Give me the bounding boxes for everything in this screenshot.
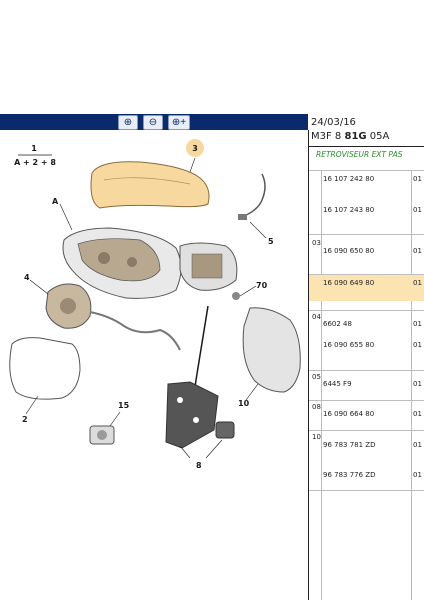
screw-70[interactable] — [232, 292, 240, 300]
part-ref: 96 783 776 ZD — [323, 471, 376, 479]
table-row[interactable]: 04 6602 48 01 16 090 655 80 01 — [309, 310, 424, 367]
header-code-b: 81G — [344, 131, 367, 142]
qty-column-line — [411, 170, 412, 600]
panel-title: RETROVISEUR EXT PAS — [316, 150, 403, 159]
part-ref: 6602 48 — [323, 320, 352, 328]
blank-top-area — [0, 0, 424, 114]
part-group: 04 — [312, 313, 321, 321]
part-ref: 16 107 243 80 — [323, 206, 375, 214]
legend-number: 1 — [31, 144, 37, 153]
part-qty: 01 — [413, 410, 422, 418]
part-qty: 01 — [413, 279, 422, 287]
part-group: 08 — [312, 403, 321, 411]
part-ref: 16 090 655 80 — [323, 341, 375, 349]
part-group: 03 — [312, 239, 321, 247]
part-qty: 01 — [413, 320, 422, 328]
part-ref: 6445 F9 — [323, 380, 352, 388]
group-column-line — [321, 170, 322, 600]
part-qty: 01 — [413, 247, 422, 255]
label-3: 3 — [192, 144, 198, 153]
table-bottom-line — [309, 490, 424, 491]
gasket-part[interactable] — [165, 381, 219, 449]
label-10: 10 — [238, 399, 250, 408]
part-ref: 16 090 649 80 — [323, 279, 375, 287]
mirror-cover-part[interactable] — [90, 161, 210, 209]
header-date: 24/03/16 — [311, 117, 356, 128]
zoom-out-button[interactable]: ⊖ — [143, 115, 163, 130]
part-qty: 01 — [413, 441, 422, 449]
parts-panel — [308, 130, 424, 600]
zoom-fit-icon: ⊕+ — [171, 117, 187, 128]
table-row[interactable]: 16 107 242 80 01 16 107 243 80 01 — [309, 170, 424, 231]
table-row-selected[interactable]: 16 090 649 80 01 — [309, 274, 424, 301]
label-5: 5 — [268, 237, 274, 246]
header-code: M3F 8 81G 05A — [311, 131, 389, 142]
zoom-out-icon: ⊖ — [148, 117, 158, 128]
part-qty: 01 — [413, 206, 422, 214]
label-70: 70 — [256, 281, 268, 290]
zoom-in-icon: ⊕ — [123, 117, 133, 128]
label-2: 2 — [22, 415, 28, 424]
wire-harness-part[interactable] — [238, 173, 266, 220]
part-ref: 96 783 781 ZD — [323, 441, 376, 449]
label-4: 4 — [24, 273, 30, 282]
part-group: 05 — [312, 373, 321, 381]
part-ref: 16 090 650 80 — [323, 247, 375, 255]
part-qty: 01 — [413, 175, 422, 183]
part-qty: 01 — [413, 341, 422, 349]
table-row[interactable]: 05 6445 F9 01 — [309, 370, 424, 401]
legend-formula: A + 2 + 8 — [14, 158, 56, 167]
zoom-in-button[interactable]: ⊕ — [118, 115, 138, 130]
part-ref: 16 090 664 80 — [323, 410, 375, 418]
exploded-parts-diagram: 1 A + 2 + 8 3 5 A 70 4 2 10 — [9, 139, 301, 470]
label-3-highlight — [186, 139, 204, 157]
part-qty: 01 — [413, 471, 422, 479]
header-code-c: 05A — [369, 131, 390, 142]
panel-divider — [309, 146, 424, 147]
clip-part[interactable] — [215, 421, 235, 439]
table-row[interactable]: 10 96 783 781 ZD 01 96 783 776 ZD 01 — [309, 430, 424, 491]
part-qty: 01 — [413, 380, 422, 388]
switch-part[interactable] — [89, 425, 115, 445]
mirror-glass-part[interactable] — [9, 337, 81, 400]
zoom-toolbar: ⊕ ⊖ ⊕+ — [0, 114, 308, 130]
motor-cable — [89, 311, 181, 351]
part-ref: 16 107 242 80 — [323, 175, 375, 183]
header-code-a: M3F 8 — [311, 131, 342, 142]
table-row[interactable]: 08 16 090 664 80 01 — [309, 400, 424, 429]
part-group: 10 — [312, 433, 321, 441]
label-A: A — [52, 197, 59, 206]
mirror-housing-assembly[interactable] — [62, 227, 182, 299]
label-15: 15 — [118, 401, 130, 410]
mirror-base-mount[interactable] — [179, 242, 238, 291]
lower-cover-part[interactable] — [242, 307, 301, 393]
label-8: 8 — [196, 461, 202, 470]
zoom-fit-button[interactable]: ⊕+ — [168, 115, 190, 130]
motor-unit-part[interactable] — [45, 283, 92, 329]
table-row[interactable]: 03 16 090 650 80 01 — [309, 234, 424, 275]
